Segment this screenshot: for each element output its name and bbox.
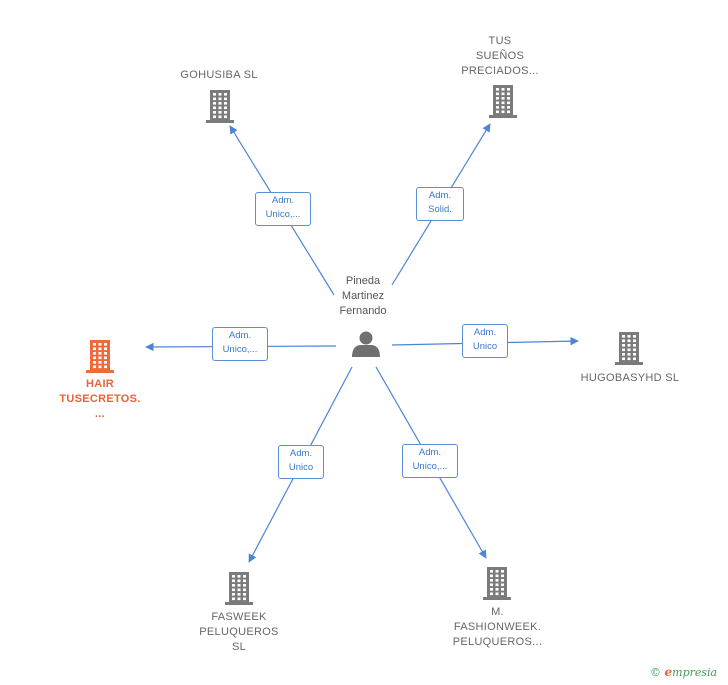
company-label-fasweek[interactable]: FASWEEK PELUQUEROS SL — [199, 611, 279, 653]
relation-label-hair-tusecretos[interactable]: Adm. Unico,... — [212, 327, 268, 361]
relation-type: Unico,... — [412, 461, 448, 472]
relation-label-m-fashionweek[interactable]: Adm. Unico,... — [402, 444, 458, 478]
company-label-gohusiba[interactable]: GOHUSIBA SL — [180, 69, 258, 81]
center-person-name[interactable]: Pineda Martinez Fernando — [339, 275, 387, 317]
relation-type: Solid. — [428, 204, 452, 215]
fasweek-building-icon[interactable] — [225, 572, 253, 605]
relation-role: Adm. — [473, 327, 497, 338]
relation-role: Adm. — [271, 195, 295, 206]
company-label-hair-tusecretos[interactable]: HAIR TUSECRETOS. ... — [59, 378, 141, 420]
relation-role: Adm. — [228, 330, 252, 341]
relation-label-tus-suenos[interactable]: Adm. Solid. — [416, 187, 464, 221]
relation-type: Unico — [288, 462, 314, 473]
m-fashionweek-building-icon[interactable] — [483, 567, 511, 600]
relation-label-fasweek[interactable]: Adm. Unico — [278, 445, 324, 479]
person-icon — [352, 331, 380, 357]
relation-type: Unico,... — [222, 344, 258, 355]
relation-role: Adm. — [418, 447, 442, 458]
company-label-hugobasyhd[interactable]: HUGOBASYHD SL — [580, 372, 680, 384]
relation-role: Adm. — [289, 448, 313, 459]
relation-role: Adm. — [428, 190, 452, 201]
hair-tusecretos-building-icon[interactable] — [86, 340, 114, 373]
relation-type: Unico — [472, 341, 498, 352]
empresia-logo: © empresia — [650, 665, 718, 679]
hugobasyhd-building-icon[interactable] — [615, 332, 643, 365]
relation-label-hugobasyhd[interactable]: Adm. Unico — [462, 324, 508, 358]
relation-label-gohusiba[interactable]: Adm. Unico,... — [255, 192, 311, 226]
relation-type: Unico,... — [265, 209, 301, 220]
gohusiba-building-icon[interactable] — [206, 90, 234, 123]
company-label-m-fashionweek[interactable]: M. FASHIONWEEK. PELUQUEROS... — [452, 606, 543, 648]
tus-suenos-building-icon[interactable] — [489, 85, 517, 118]
company-label-tus-suenos[interactable]: TUS SUEÑOS PRECIADOS... — [461, 35, 539, 77]
